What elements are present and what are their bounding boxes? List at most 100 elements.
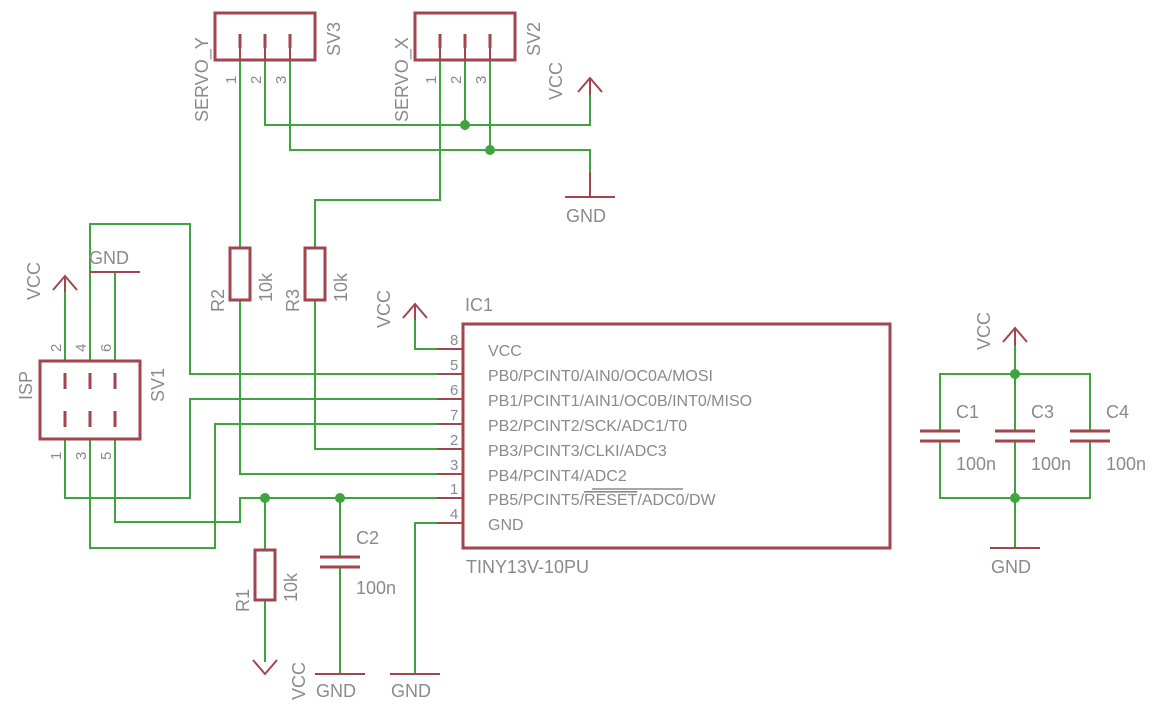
r1-name: R1 bbox=[233, 589, 253, 612]
r2-value: 10k bbox=[256, 272, 276, 302]
connector-isp: ISP SV1 2 4 6 1 3 5 bbox=[16, 344, 168, 460]
wire-sv2-signal bbox=[314, 60, 441, 248]
ic-name: IC1 bbox=[465, 295, 493, 315]
r1-body bbox=[253, 548, 277, 602]
vcc-label: VCC bbox=[974, 312, 994, 350]
c2-value: 100n bbox=[356, 578, 396, 598]
gnd-symbol-ic: GND bbox=[390, 673, 440, 701]
ic-pin-name: PB4/PCINT4/ADC2 bbox=[488, 468, 627, 485]
vcc-label: VCC bbox=[546, 62, 566, 100]
isp-pin-4: 4 bbox=[73, 344, 90, 352]
vcc-symbol-ic: VCC bbox=[374, 290, 428, 328]
resistor-r3: R3 10k bbox=[283, 246, 351, 312]
r3-body bbox=[303, 246, 327, 302]
junction-dot bbox=[1010, 493, 1020, 503]
vcc-label: VCC bbox=[289, 662, 309, 700]
isp-body bbox=[38, 359, 142, 441]
ic-pin-num: 4 bbox=[450, 506, 458, 523]
sv3-label: SERVO_Y bbox=[192, 37, 213, 122]
gnd-label: GND bbox=[991, 557, 1031, 577]
isp-pin-2: 2 bbox=[48, 344, 65, 352]
sv3-pin-2: 2 bbox=[248, 76, 265, 84]
c3-name: C3 bbox=[1031, 402, 1054, 422]
junction-dot bbox=[260, 493, 270, 503]
ic-pin-num: 5 bbox=[450, 357, 458, 374]
ic-pin-name: VCC bbox=[488, 343, 522, 360]
c4-value: 100n bbox=[1106, 454, 1146, 474]
wire-isp4-mosi bbox=[89, 223, 463, 375]
vcc-symbol-isp: VCC bbox=[24, 262, 78, 300]
sv2-pin-3: 3 bbox=[473, 76, 490, 84]
connector-sv2: SERVO_X SV2 1 2 3 bbox=[392, 11, 544, 122]
connector-sv3: SERVO_Y SV3 1 2 3 bbox=[192, 11, 344, 122]
wire-r3-pb3 bbox=[314, 300, 463, 450]
junction-dot bbox=[485, 145, 495, 155]
ic-pin-name: PB2/PCINT2/SCK/ADC1/T0 bbox=[488, 418, 687, 435]
isp-name: SV1 bbox=[148, 368, 168, 402]
capacitor-c2: C2 100n bbox=[320, 528, 396, 598]
gnd-label: GND bbox=[89, 248, 129, 268]
capacitor-c4: C4 100n bbox=[1070, 402, 1146, 474]
gnd-symbol-servo: GND bbox=[565, 172, 615, 226]
isp-pin-3: 3 bbox=[73, 452, 90, 460]
sv2-pin-1: 1 bbox=[423, 76, 440, 84]
ic-pin-num: 3 bbox=[450, 457, 458, 474]
capacitor-c3: C3 100n bbox=[995, 402, 1071, 474]
ic-pin-num: 1 bbox=[450, 481, 458, 498]
r2-body bbox=[228, 246, 252, 302]
gnd-label: GND bbox=[391, 681, 431, 701]
isp-pin-5: 5 bbox=[98, 452, 115, 460]
wire-r2-pb4 bbox=[239, 300, 463, 475]
ic-value: TINY13V-10PU bbox=[466, 557, 589, 577]
vcc-label: VCC bbox=[24, 262, 44, 300]
c1-value: 100n bbox=[956, 454, 996, 474]
ic-tiny13: IC1 TINY13V-10PU 8 5 6 7 2 3 1 4 VCC PB0… bbox=[437, 295, 892, 577]
gnd-label: GND bbox=[316, 681, 356, 701]
junction-dot bbox=[335, 493, 345, 503]
ic-pin-name: GND bbox=[488, 517, 524, 534]
gnd-label: GND bbox=[566, 206, 606, 226]
ic-pin-num: 6 bbox=[450, 382, 458, 399]
isp-pin-6: 6 bbox=[98, 344, 115, 352]
c4-name: C4 bbox=[1106, 402, 1129, 422]
vcc-symbol-servo: VCC bbox=[546, 62, 603, 100]
gnd-symbol-isp: GND bbox=[89, 248, 140, 273]
r3-value: 10k bbox=[331, 272, 351, 302]
gnd-symbol-c2: GND bbox=[315, 673, 365, 701]
wires bbox=[64, 60, 1091, 674]
sv3-pin-3: 3 bbox=[273, 76, 290, 84]
sv2-name: SV2 bbox=[524, 22, 544, 56]
ic-pin-num: 2 bbox=[450, 432, 458, 449]
wire-ic-gnd bbox=[414, 522, 463, 674]
c3-value: 100n bbox=[1031, 454, 1071, 474]
junction-dot bbox=[460, 120, 470, 130]
r1-value: 10k bbox=[281, 572, 301, 602]
ic-body bbox=[461, 322, 892, 550]
wire-isp3-sck bbox=[89, 423, 463, 549]
wire-servo-vcc-rail bbox=[264, 60, 591, 126]
wire-isp5-reset bbox=[114, 440, 463, 523]
r3-name: R3 bbox=[283, 289, 303, 312]
ic-pin-num: 8 bbox=[450, 332, 458, 349]
resistor-r1: R1 10k bbox=[233, 548, 301, 612]
resistor-r2: R2 10k bbox=[208, 246, 276, 312]
r2-name: R2 bbox=[208, 289, 228, 312]
sv2-label: SERVO_X bbox=[392, 37, 413, 122]
sv3-name: SV3 bbox=[324, 22, 344, 56]
c2-name: C2 bbox=[356, 528, 379, 548]
ic-pin-name: PB0/PCINT0/AIN0/OC0A/MOSI bbox=[488, 368, 713, 385]
ic-pin-name: PB1/PCINT1/AIN1/OC0B/INT0/MISO bbox=[488, 393, 752, 410]
ic-pin-name-reset: PB5/PCINT5/RESET/ADC0/DW bbox=[488, 492, 717, 509]
wire-isp1-miso bbox=[64, 398, 463, 499]
junctions bbox=[260, 120, 1020, 503]
gnd-symbol-decoupling: GND bbox=[990, 547, 1040, 577]
isp-label: ISP bbox=[16, 371, 36, 400]
vcc-symbol-decoupling: VCC bbox=[974, 312, 1028, 350]
isp-pin-1: 1 bbox=[48, 452, 65, 460]
vcc-label: VCC bbox=[374, 290, 394, 328]
ic-pin-num: 7 bbox=[450, 407, 458, 424]
vcc-symbol-r1: VCC bbox=[252, 659, 309, 700]
sv3-pin-1: 1 bbox=[223, 76, 240, 84]
junction-dot bbox=[1010, 369, 1020, 379]
